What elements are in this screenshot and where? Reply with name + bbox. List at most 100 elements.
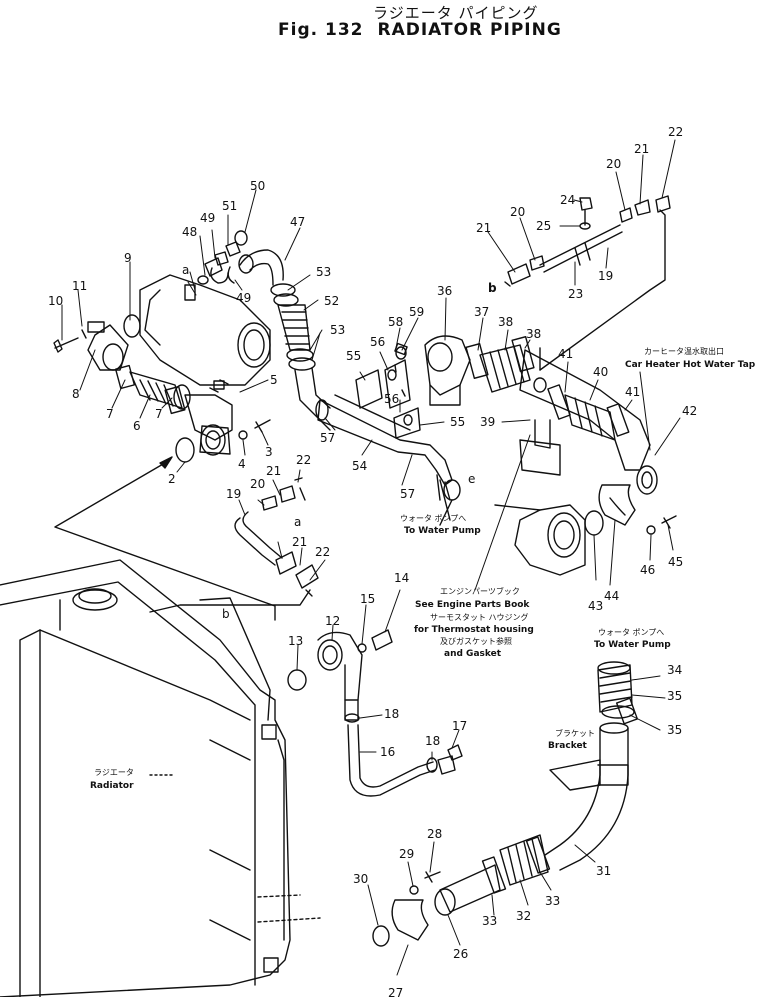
label-water-pump-en: To Water Pump — [404, 526, 481, 536]
callout: 18 — [384, 707, 399, 721]
lower-center-pipe — [287, 629, 463, 797]
callout: 23 — [568, 287, 583, 301]
heater-hose-middle — [149, 477, 319, 613]
callout: 19 — [598, 269, 613, 283]
callout: 33 — [482, 914, 497, 928]
callout: 31 — [596, 864, 611, 878]
callout: 46 — [640, 563, 655, 577]
leader-engine-book — [474, 434, 531, 591]
callout: 41 — [625, 385, 640, 399]
callout: 22 — [315, 545, 330, 559]
label-thermostat-en: for Thermostat housing — [414, 625, 534, 635]
callout: 18 — [425, 734, 440, 748]
label-engine-book-jp: エンジンパーツブック — [440, 586, 520, 596]
callout: 49 — [200, 211, 215, 225]
callout: 58 — [388, 315, 403, 329]
callout: 25 — [536, 219, 551, 233]
callout: 40 — [593, 365, 608, 379]
label-bracket-en: Bracket — [548, 741, 588, 751]
leader-car-heater — [639, 371, 651, 451]
callout: 20 — [606, 157, 621, 171]
label-water-pump-jp: ウォータ ポンプへ — [400, 514, 466, 523]
callout: 22 — [668, 125, 683, 139]
callout: 20 — [510, 205, 525, 219]
callout-numbers: 2 3 4 5 6 7 7 8 9 10 11 12 13 14 15 16 1… — [48, 125, 697, 1000]
callout: 21 — [292, 535, 307, 549]
callout: 11 — [72, 279, 87, 293]
callout: 56 — [384, 392, 399, 406]
callout: 38 — [498, 315, 513, 329]
label-car-heater-jp: カーヒータ温水取出口 — [644, 346, 724, 356]
callout: 5 — [270, 373, 278, 387]
reference-letters: a a b b e — [182, 263, 497, 621]
callout: 13 — [288, 634, 303, 648]
callout: 44 — [604, 589, 619, 603]
callout: 45 — [668, 555, 683, 569]
callout: 28 — [427, 827, 442, 841]
callout: 59 — [409, 305, 424, 319]
callout: 39 — [480, 415, 495, 429]
callout: 41 — [558, 347, 573, 361]
upper-hose-and-pipe — [238, 249, 461, 526]
callout: 27 — [388, 986, 403, 997]
callout: 9 — [124, 251, 132, 265]
callout: 47 — [290, 215, 305, 229]
label-radiator-jp: ラジエータ — [94, 768, 134, 777]
callout: 57 — [400, 487, 415, 501]
callout: 20 — [250, 477, 265, 491]
callout: 50 — [250, 179, 265, 193]
callout: 6 — [133, 419, 141, 433]
label-car-heater-en: Car Heater Hot Water Tap — [625, 360, 756, 370]
callout: 14 — [394, 571, 409, 585]
callout: 8 — [72, 387, 80, 401]
callout: 34 — [667, 663, 682, 677]
callout: 55 — [450, 415, 465, 429]
callout: 19 — [226, 487, 241, 501]
callout: 56 — [370, 335, 385, 349]
callout: 21 — [634, 142, 649, 156]
callout: 51 — [222, 199, 237, 213]
title-japanese: ラジエータ パイピング — [373, 4, 539, 22]
callout: 12 — [325, 614, 340, 628]
label-radiator-en: Radiator — [90, 781, 134, 791]
callout: 33 — [545, 894, 560, 908]
callout: 57 — [320, 431, 335, 445]
ref-letter-b: b — [488, 281, 497, 295]
callout: 53 — [316, 265, 331, 279]
callout: 15 — [360, 592, 375, 606]
callout: 35 — [667, 723, 682, 737]
callout: 52 — [324, 294, 339, 308]
callout: 3 — [265, 445, 273, 459]
callout: 49 — [236, 291, 251, 305]
label-bracket-jp: ブラケット — [555, 728, 595, 738]
label-engine-book-en: See Engine Parts Book — [415, 600, 530, 610]
ref-letter-a: a — [182, 263, 189, 277]
callout: 17 — [452, 719, 467, 733]
callout: 22 — [296, 453, 311, 467]
lower-right-pipe — [372, 661, 639, 947]
callout: 26 — [453, 947, 468, 961]
callout: 2 — [168, 472, 176, 486]
title-english: Fig. 132 RADIATOR PIPING — [278, 20, 576, 40]
ref-letter-a: a — [294, 515, 301, 529]
figure-title: RADIATOR PIPING — [377, 20, 562, 40]
callout: 43 — [588, 599, 603, 613]
figure-number: Fig. 132 — [278, 20, 364, 40]
callout: 30 — [353, 872, 368, 886]
callout: 37 — [474, 305, 489, 319]
label-water-pump-jp-2: ウォータ ポンプへ — [598, 628, 664, 637]
leader-lines — [61, 139, 681, 976]
callout: 36 — [437, 284, 452, 298]
left-assembly — [53, 230, 271, 463]
callout: 10 — [48, 294, 63, 308]
callout: 24 — [560, 193, 575, 207]
callout: 4 — [238, 457, 246, 471]
label-thermostat-jp: サーモスタット ハウジング — [430, 612, 529, 622]
callout: 7 — [155, 407, 163, 421]
callout: 42 — [682, 404, 697, 418]
callout: 54 — [352, 459, 367, 473]
label-gasket-jp: 及びガスケット参照 — [440, 636, 512, 646]
callout: 35 — [667, 689, 682, 703]
callout: 7 — [106, 407, 114, 421]
callout: 38 — [526, 327, 541, 341]
